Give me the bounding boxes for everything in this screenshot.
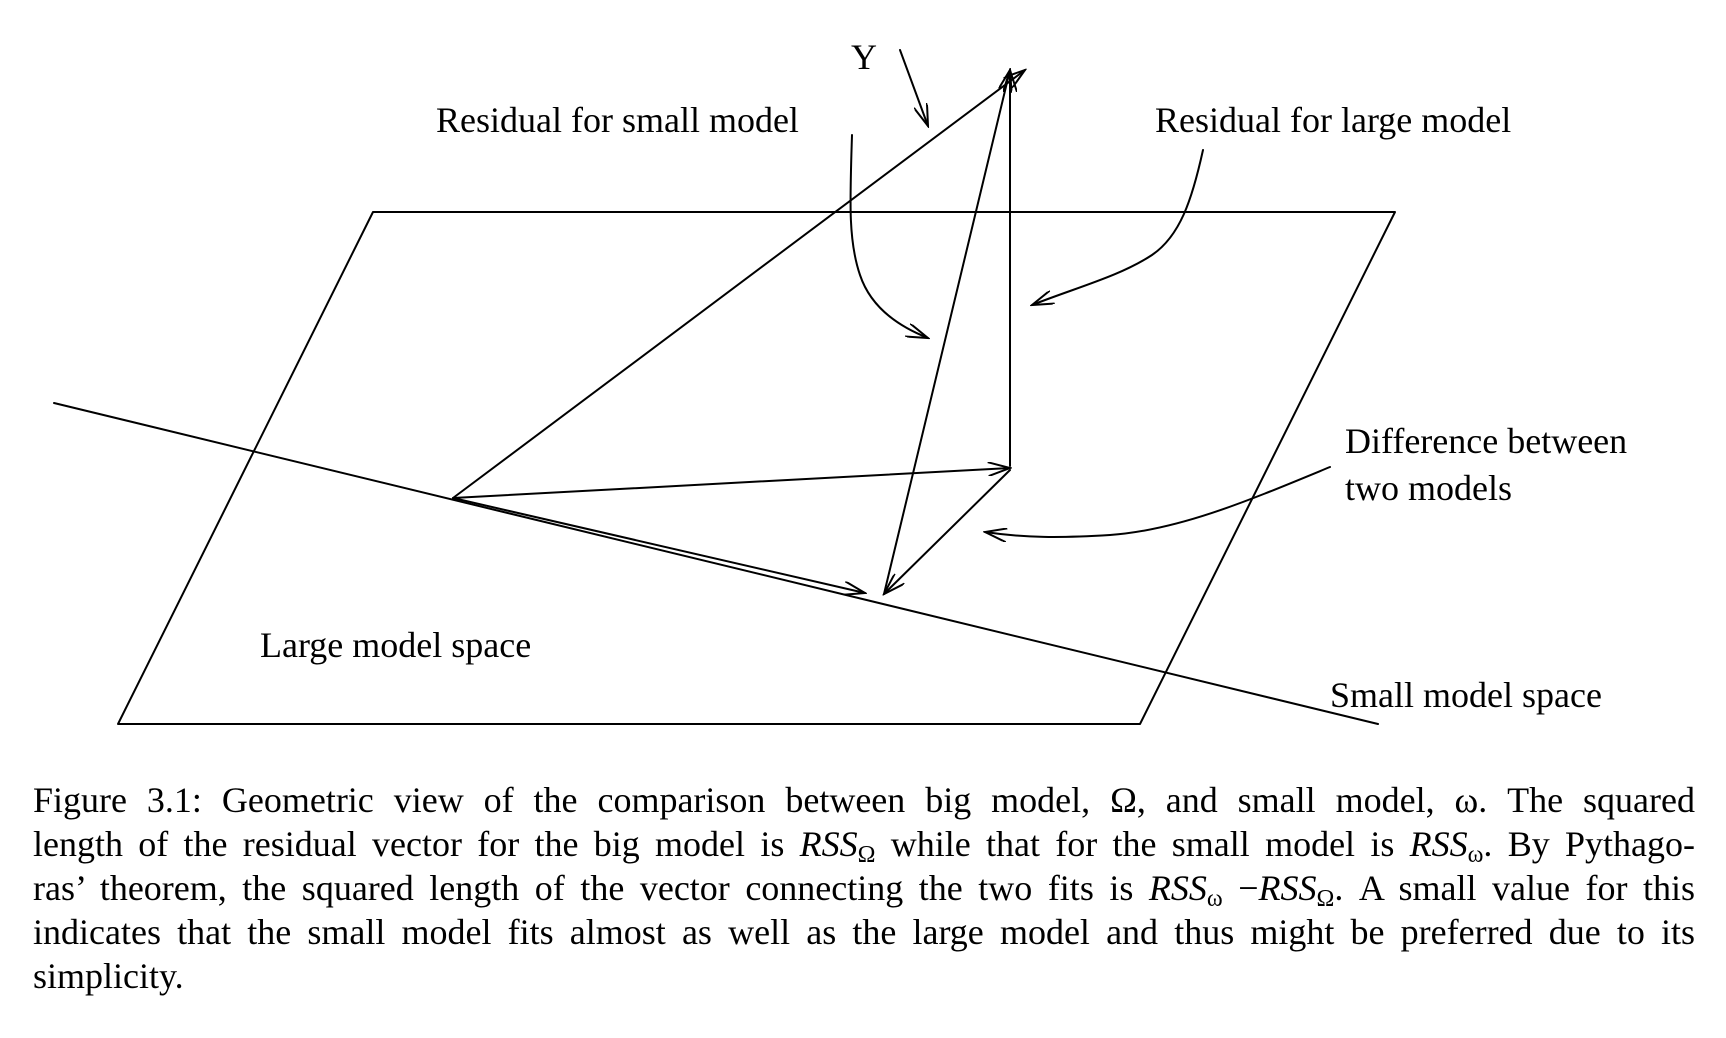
label-difference-line2: two models — [1345, 468, 1512, 508]
geometric-diagram: Y Residual for small model Residual for … — [53, 37, 1627, 725]
label-y: Y — [851, 37, 877, 77]
y-pointer-arrow — [899, 49, 928, 126]
figure-caption: Figure 3.1: Geometric view of the compar… — [33, 778, 1695, 998]
caption-line-5: simplicity. — [33, 956, 184, 996]
caption-line-4: indicates that the small model fits almo… — [33, 912, 1695, 952]
rss-small-term: RSS — [1409, 824, 1468, 864]
rss-small-term-2: RSS — [1148, 868, 1207, 908]
small-model-line — [53, 402, 1379, 725]
label-large-model-space: Large model space — [260, 625, 531, 665]
caption-line-3: ras’ theorem, the squared length of the … — [33, 868, 1695, 912]
label-residual-large: Residual for large model — [1155, 100, 1511, 140]
y-vector — [452, 70, 1025, 499]
difference-vector — [884, 469, 1011, 594]
large-fit-vector — [452, 468, 1010, 499]
label-difference-line1: Difference between — [1345, 421, 1627, 461]
residual-large-pointer-arrow — [1032, 149, 1204, 305]
label-residual-small: Residual for small model — [436, 100, 799, 140]
residual-small-pointer-arrow — [849, 134, 928, 338]
caption-line-1: Figure 3.1: Geometric view of the compar… — [33, 780, 1695, 820]
rss-big-term-2: RSS — [1258, 868, 1317, 908]
rss-big-term: RSS — [799, 824, 858, 864]
residual-small-vector — [883, 70, 1010, 595]
difference-pointer-arrow — [985, 466, 1331, 537]
caption-line-2: length of the residual vector for the bi… — [33, 824, 1695, 868]
label-small-model-space: Small model space — [1330, 675, 1602, 715]
large-model-plane — [117, 211, 1396, 725]
small-fit-vector — [452, 497, 865, 593]
